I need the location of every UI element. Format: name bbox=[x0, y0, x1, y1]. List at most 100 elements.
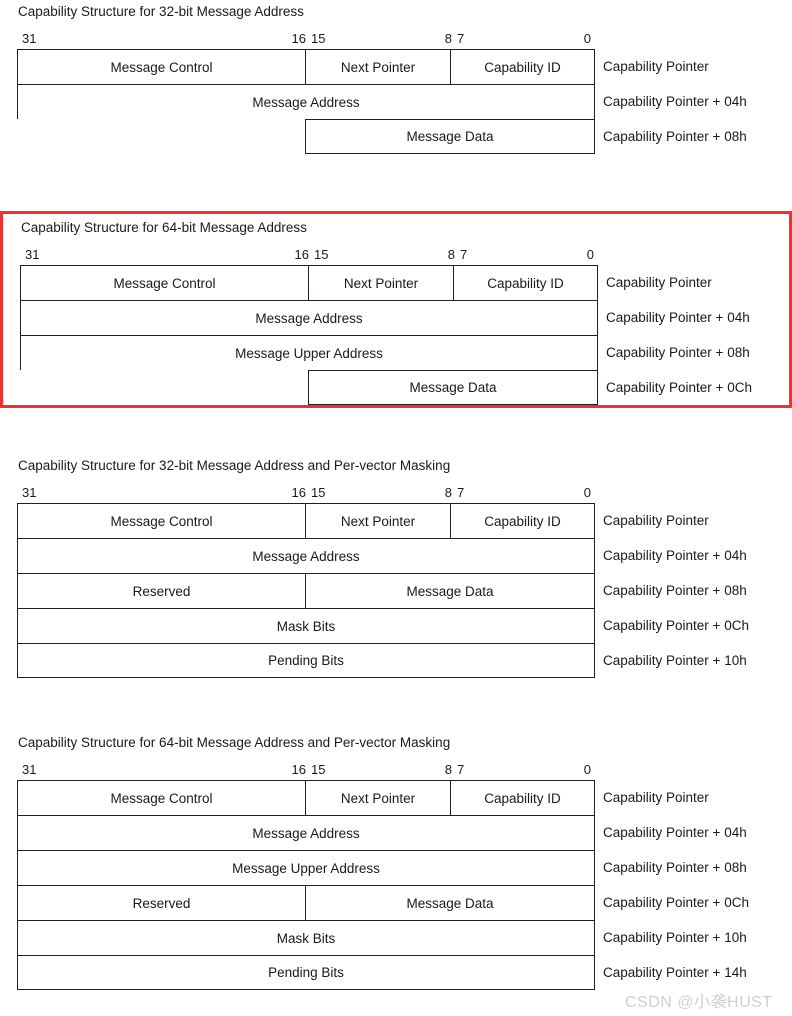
register-field: Message Data bbox=[305, 119, 595, 154]
register-row: Message Upper Address bbox=[17, 850, 595, 885]
register-field: Capability ID bbox=[450, 503, 595, 538]
register-field: Next Pointer bbox=[305, 49, 450, 84]
register-field: Pending Bits bbox=[17, 643, 595, 678]
register-field-empty bbox=[17, 119, 305, 154]
register-field: Mask Bits bbox=[17, 920, 595, 955]
bit-tick-7: 7 bbox=[457, 762, 465, 777]
bit-tick-0: 0 bbox=[583, 31, 591, 46]
bit-tick-0: 0 bbox=[583, 485, 591, 500]
offset-label: Capability Pointer + 04h bbox=[603, 94, 747, 109]
offset-label: Capability Pointer + 04h bbox=[606, 310, 750, 325]
bit-tick-8: 8 bbox=[447, 247, 455, 262]
bit-tick-8: 8 bbox=[444, 31, 452, 46]
bit-tick-31: 31 bbox=[25, 247, 40, 262]
block-title: Capability Structure for 32-bit Message … bbox=[18, 4, 304, 19]
register-row: Message Upper Address bbox=[20, 335, 598, 370]
offset-label: Capability Pointer + 10h bbox=[603, 653, 747, 668]
register-row: Pending Bits bbox=[17, 643, 595, 678]
offset-label: Capability Pointer bbox=[603, 790, 709, 805]
offset-label: Capability Pointer + 10h bbox=[603, 930, 747, 945]
register-row: Message Address bbox=[17, 815, 595, 850]
bit-tick-7: 7 bbox=[460, 247, 468, 262]
register-field: Capability ID bbox=[450, 780, 595, 815]
bit-tick-8: 8 bbox=[444, 762, 452, 777]
watermark: CSDN @小袭HUST bbox=[625, 994, 773, 1011]
bit-tick-16: 16 bbox=[291, 485, 306, 500]
block-title: Capability Structure for 64-bit Message … bbox=[21, 220, 307, 235]
bit-tick-0: 0 bbox=[586, 247, 594, 262]
bit-tick-31: 31 bbox=[22, 31, 37, 46]
offset-label: Capability Pointer + 04h bbox=[603, 825, 747, 840]
bit-tick-16: 16 bbox=[291, 762, 306, 777]
register-row: Message Address bbox=[17, 538, 595, 573]
bit-tick-8: 8 bbox=[444, 485, 452, 500]
offset-label: Capability Pointer + 04h bbox=[603, 548, 747, 563]
register-field: Message Address bbox=[17, 84, 595, 119]
register-field: Message Control bbox=[17, 780, 305, 815]
bit-tick-15: 15 bbox=[311, 762, 326, 777]
capability-structure-block-highlighted: Capability Structure for 64-bit Message … bbox=[0, 211, 792, 408]
register-field: Message Control bbox=[17, 49, 305, 84]
offset-label: Capability Pointer + 08h bbox=[603, 583, 747, 598]
bit-tick-16: 16 bbox=[294, 247, 309, 262]
register-row: Mask Bits bbox=[17, 920, 595, 955]
offset-label: Capability Pointer + 0Ch bbox=[603, 895, 749, 910]
register-field: Message Control bbox=[17, 503, 305, 538]
register-field: Next Pointer bbox=[308, 265, 453, 300]
register-row: Message Data bbox=[20, 370, 598, 405]
offset-label: Capability Pointer + 08h bbox=[603, 860, 747, 875]
bit-tick-7: 7 bbox=[457, 485, 465, 500]
capability-structure-block: Capability Structure for 32-bit Message … bbox=[0, 458, 792, 678]
bit-tick-15: 15 bbox=[311, 485, 326, 500]
block-title: Capability Structure for 64-bit Message … bbox=[18, 735, 451, 750]
register-row: Mask Bits bbox=[17, 608, 595, 643]
register-field: Reserved bbox=[17, 573, 305, 608]
register-field: Message Address bbox=[17, 538, 595, 573]
register-field: Message Upper Address bbox=[20, 335, 598, 370]
register-field: Message Address bbox=[20, 300, 598, 335]
offset-label: Capability Pointer + 08h bbox=[603, 129, 747, 144]
capability-structure-block: Capability Structure for 64-bit Message … bbox=[0, 735, 792, 990]
register-field: Pending Bits bbox=[17, 955, 595, 990]
register-field: Message Data bbox=[308, 370, 598, 405]
bit-tick-31: 31 bbox=[22, 762, 37, 777]
register-row: Message Address bbox=[17, 84, 595, 119]
register-field: Message Address bbox=[17, 815, 595, 850]
register-field: Message Data bbox=[305, 573, 595, 608]
bit-tick-7: 7 bbox=[457, 31, 465, 46]
register-field: Capability ID bbox=[450, 49, 595, 84]
register-row: Pending Bits bbox=[17, 955, 595, 990]
offset-label: Capability Pointer + 0Ch bbox=[606, 380, 752, 395]
register-field-empty bbox=[20, 370, 308, 405]
bit-tick-15: 15 bbox=[311, 31, 326, 46]
block-title: Capability Structure for 32-bit Message … bbox=[18, 458, 451, 473]
register-field: Reserved bbox=[17, 885, 305, 920]
register-field: Mask Bits bbox=[17, 608, 595, 643]
register-field: Message Upper Address bbox=[17, 850, 595, 885]
offset-label: Capability Pointer bbox=[603, 513, 709, 528]
offset-label: Capability Pointer + 14h bbox=[603, 965, 747, 980]
register-row: Message Data bbox=[17, 119, 595, 154]
register-row: Message Address bbox=[20, 300, 598, 335]
